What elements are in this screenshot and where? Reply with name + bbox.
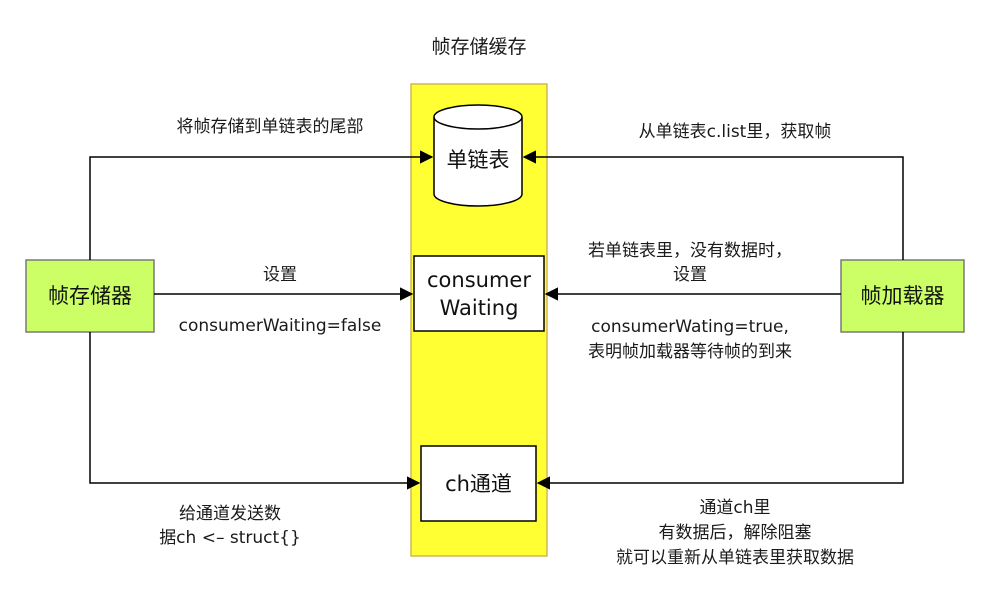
arrow-fetch-from-list <box>522 150 904 260</box>
waiting-label-line2: Waiting <box>439 295 519 320</box>
arrow-wait-channel <box>536 332 904 490</box>
storer-label: 帧存储器 <box>48 284 132 308</box>
list-label: 单链表 <box>446 148 510 172</box>
channel-box <box>420 445 537 522</box>
label-fetch-from-list: 从单链表c.list里，获取帧 <box>638 122 832 142</box>
label-channel-note-line3: 就可以重新从单链表里获取数据 <box>616 548 854 568</box>
waiting-label: consumer Waiting <box>414 256 544 331</box>
loader-box <box>840 259 965 333</box>
label-channel-note-line2: 有数据后，解除阻塞 <box>658 523 812 543</box>
label-set-true-line1: consumerWating=true, <box>591 317 789 337</box>
label-send-line1: 给通道发送数 <box>179 504 281 524</box>
label-send-line2: 据ch <– struct{} <box>159 528 301 548</box>
label-if-empty-line2: 设置 <box>673 265 707 285</box>
label-set: 设置 <box>263 265 297 285</box>
channel-label: ch通道 <box>445 471 512 496</box>
arrow-store-to-list <box>89 150 434 260</box>
list-cylinder <box>433 104 523 207</box>
label-set-false: consumerWaiting=false <box>178 316 382 336</box>
label-if-empty-line1: 若单链表里，没有数据时， <box>588 241 792 261</box>
loader-label: 帧加载器 <box>860 284 945 308</box>
label-set-true-line2: 表明帧加载器等待帧的到来 <box>588 342 792 362</box>
cache-title: 帧存储缓存 <box>431 36 527 58</box>
waiting-box <box>413 255 545 332</box>
waiting-label-line1: consumer <box>427 267 531 292</box>
label-store-to-tail: 将帧存储到单链表的尾部 <box>176 117 364 137</box>
label-channel-note-line1: 通道ch里 <box>699 498 771 518</box>
arrow-send-channel <box>89 332 421 490</box>
